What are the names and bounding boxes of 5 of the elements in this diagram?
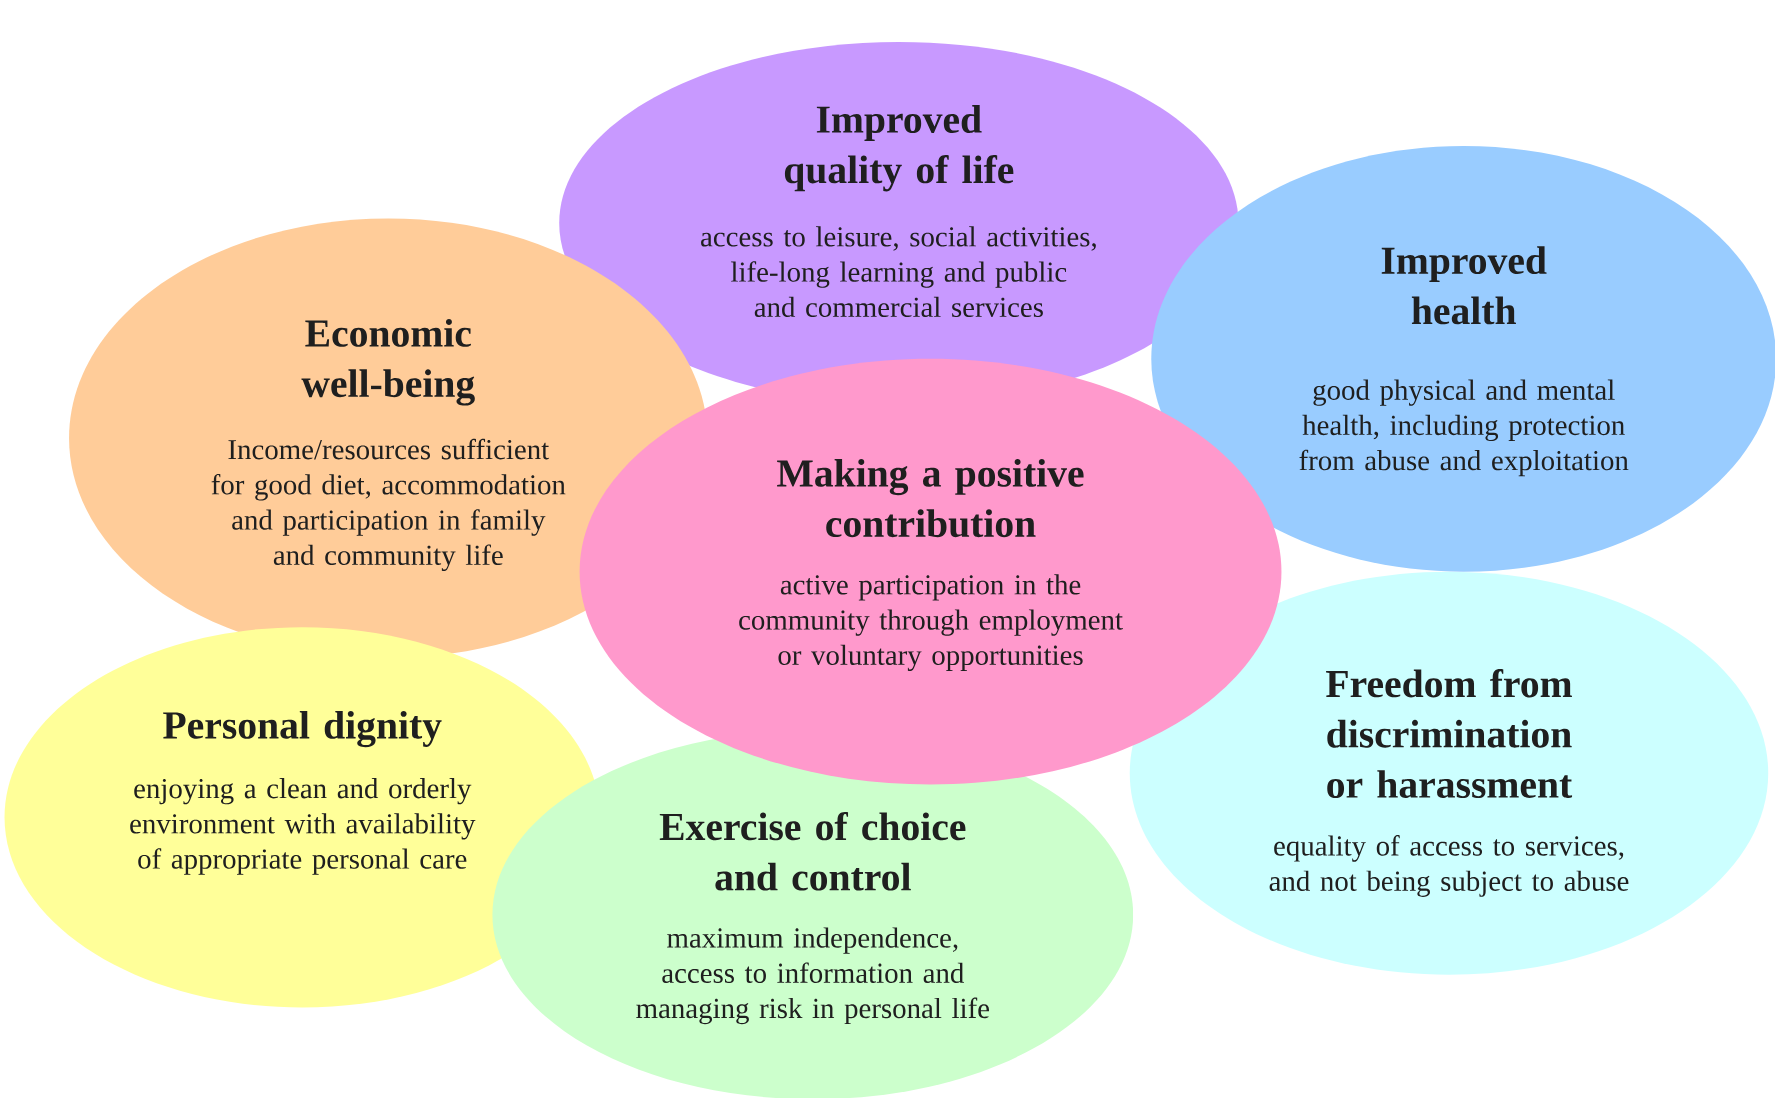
ellipse-bubble: Improved health good physical and mental health, including protection from abuse and exploitation xyxy=(1151,146,1775,572)
ellipse-bubble: Freedom from discrimination or harassment equality of access to services, and not being subject to abuse xyxy=(1129,571,1769,975)
ellipse-bubble: Personal dignity enjoying a clean and orderly environment with availability of appropriate personal care xyxy=(4,627,600,1008)
ellipse-bubble: Exercise of choice and control maximum independence, access to information and managing risk in personal life xyxy=(492,730,1134,1098)
ellipse-bubble: Making a positive contribution active participation in the community through employment or voluntary opportunities xyxy=(579,358,1282,785)
